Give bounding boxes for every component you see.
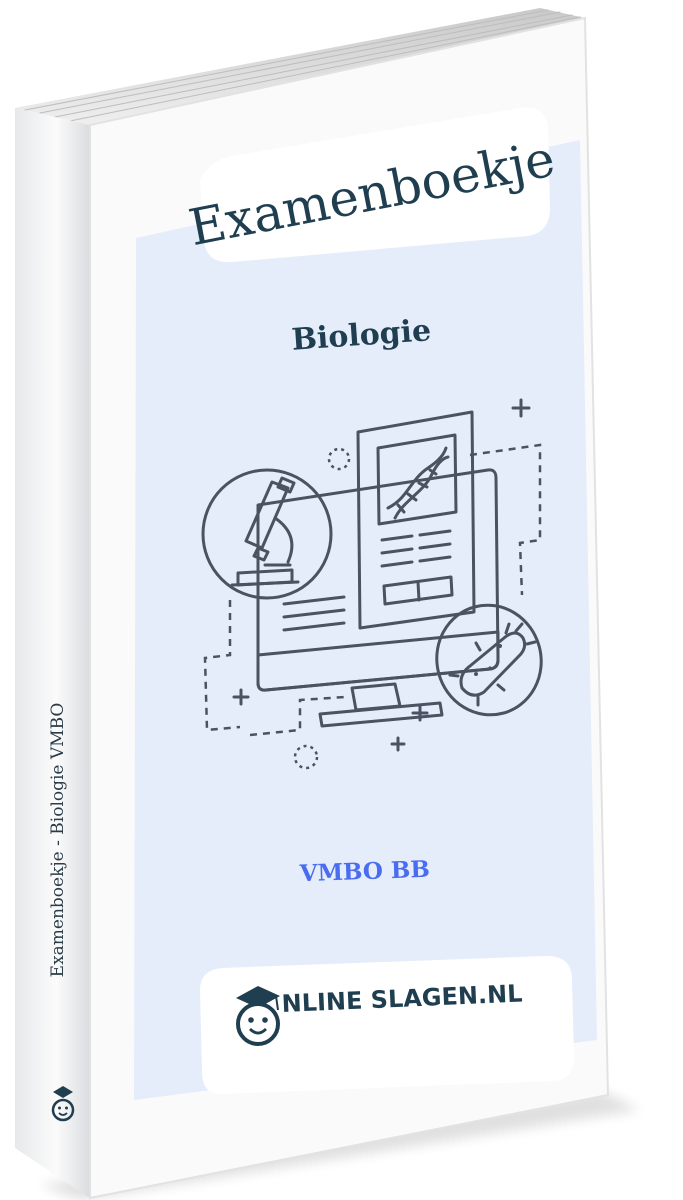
document-page [356,410,476,630]
book-spine [15,108,90,1198]
biology-illustration [201,398,543,770]
spine-logo-icon [51,1086,75,1122]
cover-panel [134,140,597,1100]
bacterium-icon [435,603,543,717]
page-edges [15,8,585,125]
logo-tab [200,955,574,1095]
title-tab [200,107,550,263]
microscope-icon [201,468,333,600]
graduation-cap-smiley-icon [236,986,280,1046]
dna-icon [386,446,450,520]
spine-title: Examenboekje - Biologie VMBO [48,703,68,978]
cover-level: VMBO BB [298,856,430,888]
